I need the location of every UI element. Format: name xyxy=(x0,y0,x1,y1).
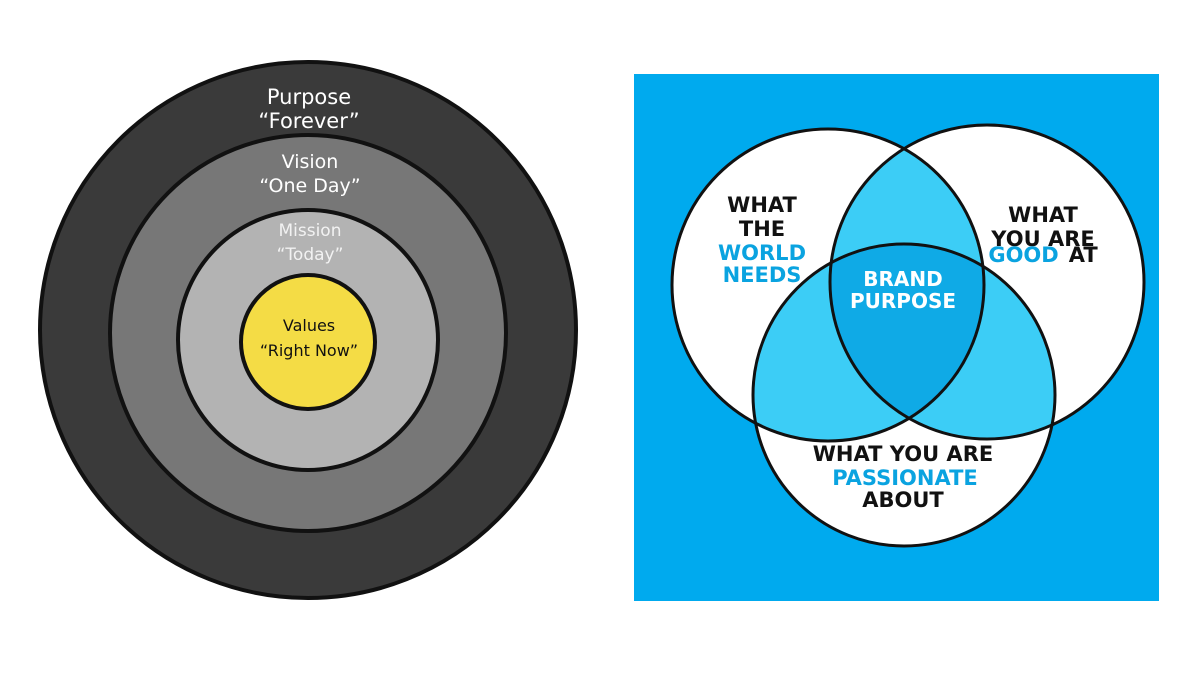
world-line1: WHAT xyxy=(727,193,797,217)
world-line4: NEEDS xyxy=(723,263,802,287)
good-line2: YOU ARE xyxy=(990,227,1094,251)
values-title: Values xyxy=(283,316,335,335)
good-line1: WHAT xyxy=(1008,203,1078,227)
purpose-subtitle: “Forever” xyxy=(258,109,359,133)
good-tail-word: AT xyxy=(1069,243,1099,267)
mission-subtitle: “Today” xyxy=(277,245,344,265)
purpose-title: Purpose xyxy=(267,85,351,109)
mission-title: Mission xyxy=(278,221,341,241)
passion-line3: ABOUT xyxy=(862,488,944,512)
good-accent-word: GOOD xyxy=(988,243,1058,267)
venn-outline-world xyxy=(670,127,986,443)
venn-outline-good xyxy=(828,123,1146,441)
vision-title: Vision xyxy=(282,151,339,173)
good-line3: GOOD AT xyxy=(988,243,1098,267)
center-line1: BRAND xyxy=(863,267,942,291)
center-line2: PURPOSE xyxy=(850,289,956,313)
passion-line2: PASSIONATE xyxy=(832,466,978,490)
venn-outline-passion xyxy=(751,242,1057,548)
passion-line1: WHAT YOU ARE xyxy=(813,442,993,466)
world-line3: WORLD xyxy=(718,241,806,265)
world-line2: THE xyxy=(739,217,785,241)
venn-diagram: WHAT THE WORLD NEEDS WHAT YOU ARE GOOD AT… xyxy=(634,74,1159,601)
vision-subtitle: “One Day” xyxy=(259,175,360,197)
concentric-diagram: Purpose “Forever” Vision “One Day” Missi… xyxy=(38,60,578,600)
ring-values xyxy=(239,273,377,411)
values-subtitle: “Right Now” xyxy=(260,341,358,360)
